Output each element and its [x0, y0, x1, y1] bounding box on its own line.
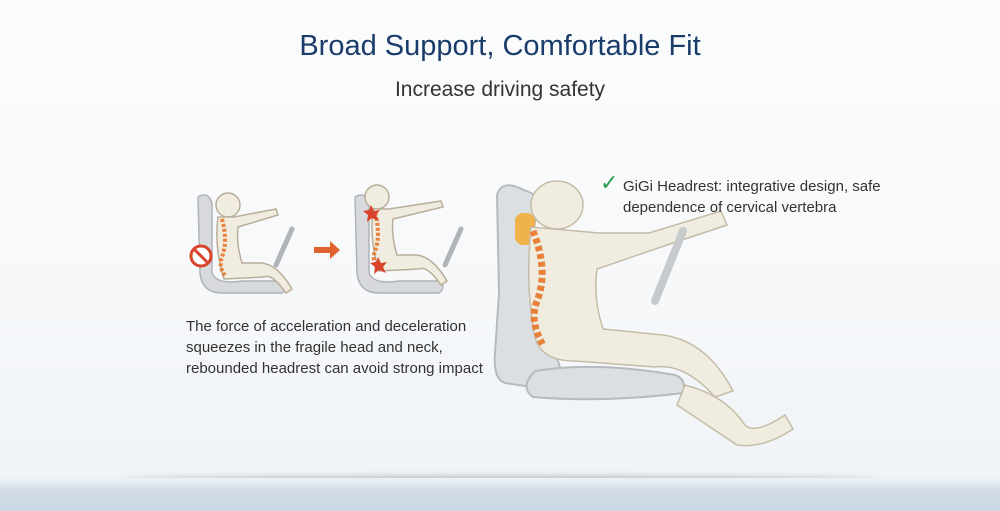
- bottom-band: [0, 478, 1000, 511]
- figure-no-headrest: [197, 192, 295, 295]
- arrow-right-icon: [314, 241, 340, 259]
- impact-caption: The force of acceleration and decelerati…: [186, 318, 483, 377]
- page-title: Broad Support, Comfortable Fit: [299, 30, 701, 62]
- page-subtitle: Increase driving safety: [394, 78, 606, 101]
- figure-impact: [354, 184, 464, 294]
- check-icon: ✓: [600, 170, 619, 195]
- figure-with-headrest: [493, 180, 794, 447]
- prohibited-icon: [189, 244, 213, 268]
- headrest-caption: ✓ GiGi Headrest: integrative design, saf…: [600, 172, 903, 218]
- headrest-caption-text: GiGi Headrest: integrative design, safe …: [623, 178, 881, 216]
